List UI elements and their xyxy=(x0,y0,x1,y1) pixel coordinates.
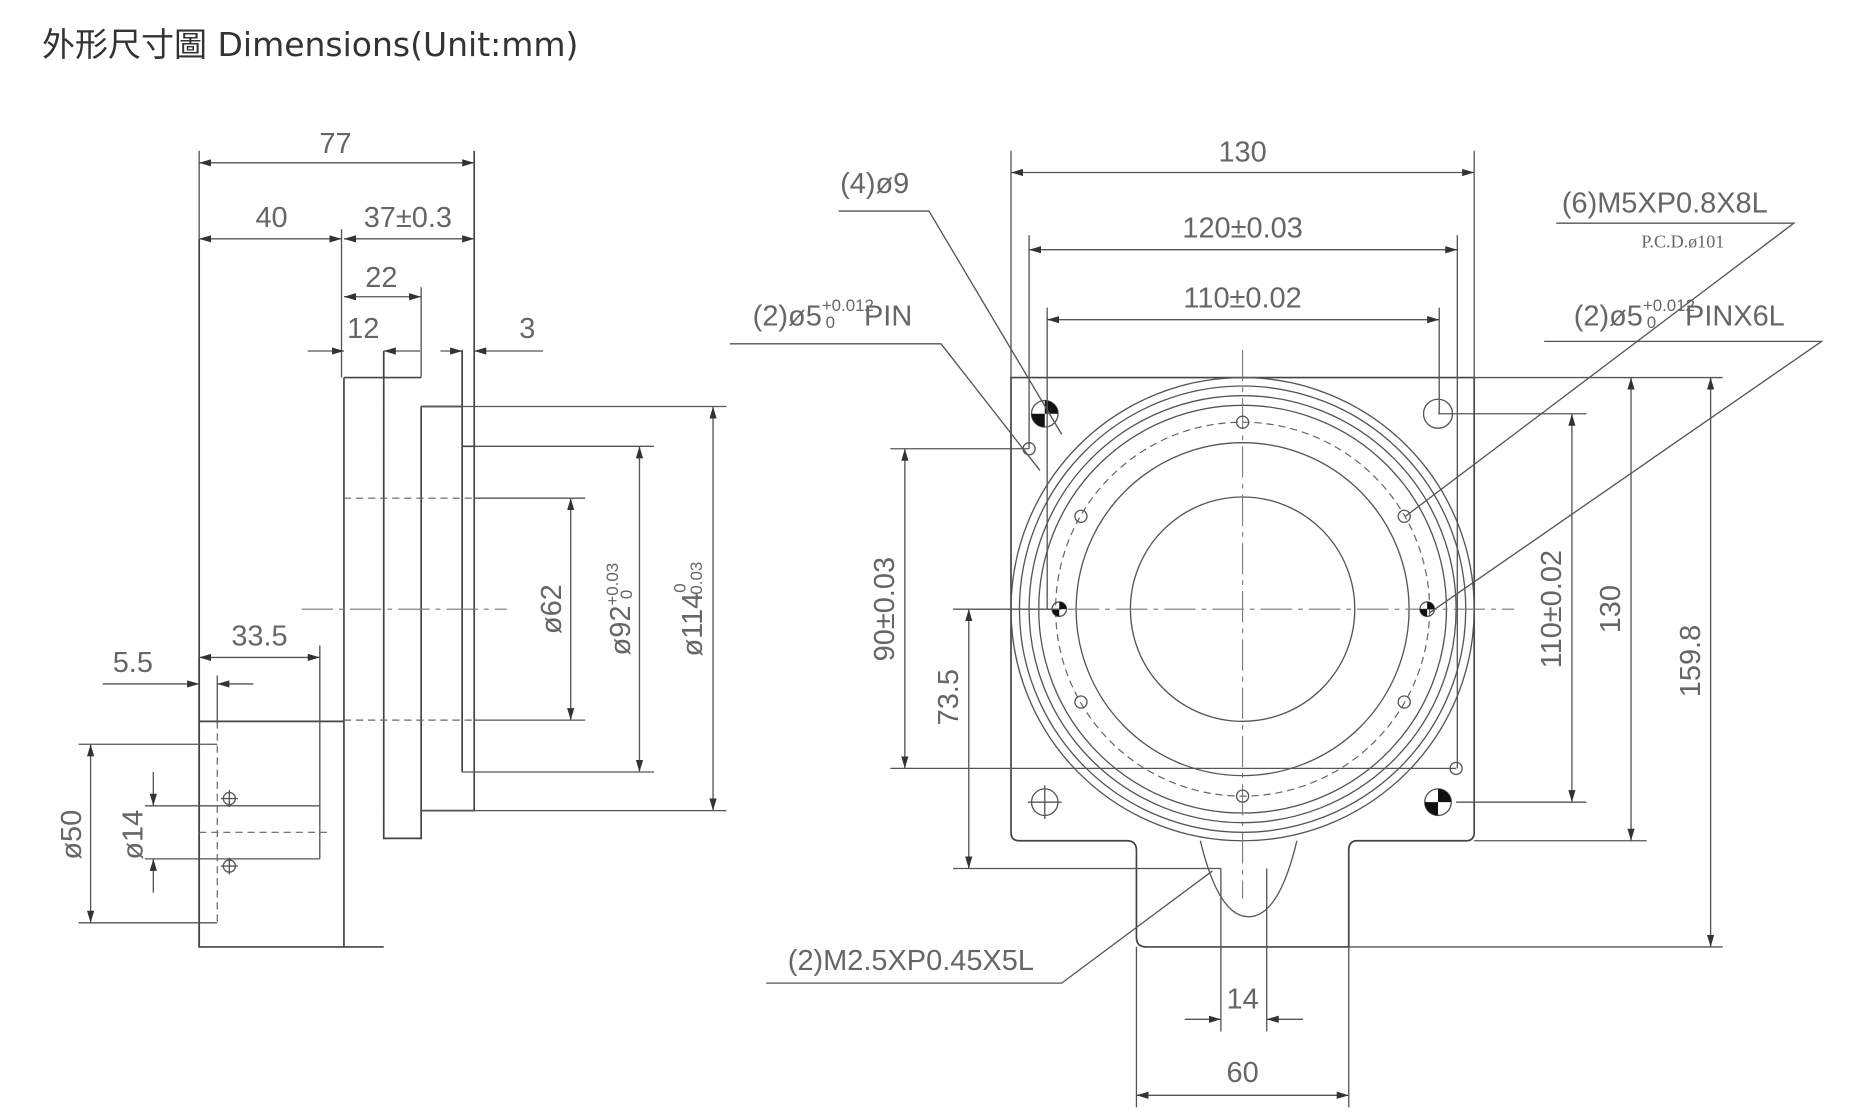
dim-110-right: 110±0.02 xyxy=(1536,550,1568,668)
dia-14: ø14 xyxy=(117,810,149,860)
front-view: 130 120±0.03 110±0.02 110±0.02 130 159.8… xyxy=(729,137,1824,1108)
dim-77: 77 xyxy=(319,128,351,160)
hole-9-top-left xyxy=(1030,399,1059,428)
dia-50: ø50 xyxy=(56,810,88,860)
side-body-outline xyxy=(198,150,476,948)
callout-thread-m5: (6)M5XP0.8X8L xyxy=(1562,187,1768,219)
page-title: 外形尺寸圖 Dimensions(Unit:mm) xyxy=(42,25,579,64)
dim-33-5: 33.5 xyxy=(231,620,287,652)
dim-3: 3 xyxy=(519,313,535,345)
plate-outline xyxy=(1010,376,1476,948)
dia-92: ø92+0.030 xyxy=(603,563,637,656)
dim-130-top: 130 xyxy=(1218,137,1266,169)
callout-pcd: P.C.D.ø101 xyxy=(1641,231,1724,251)
dim-159-8: 159.8 xyxy=(1675,625,1707,697)
m5-holes xyxy=(1074,415,1411,803)
dim-14: 14 xyxy=(1227,983,1259,1015)
side-view: 77 40 37±0.3 22 12 3 ø62 ø92+0.030 ø1140… xyxy=(56,128,727,948)
dim-5-5: 5.5 xyxy=(113,647,153,679)
hole-9-bottom-right xyxy=(1424,788,1452,817)
dim-22: 22 xyxy=(365,262,397,294)
dim-40: 40 xyxy=(255,202,287,234)
dim-12: 12 xyxy=(347,313,379,345)
dim-37: 37±0.3 xyxy=(364,202,452,234)
dim-130-right: 130 xyxy=(1595,585,1627,633)
dim-60: 60 xyxy=(1227,1057,1259,1089)
dia-114: ø1140-0.03 xyxy=(670,562,709,657)
callout-thread-m2-5: (2)M2.5XP0.45X5L xyxy=(788,945,1034,977)
hole-9-bottom-left xyxy=(1027,785,1062,820)
dia-62: ø62 xyxy=(536,584,568,634)
dim-120: 120±0.03 xyxy=(1182,213,1302,245)
dim-110-top: 110±0.02 xyxy=(1183,283,1301,315)
dim-73-5: 73.5 xyxy=(933,669,965,725)
callout-holes-9: (4)ø9 xyxy=(840,168,909,200)
dim-90: 90±0.03 xyxy=(869,557,901,661)
